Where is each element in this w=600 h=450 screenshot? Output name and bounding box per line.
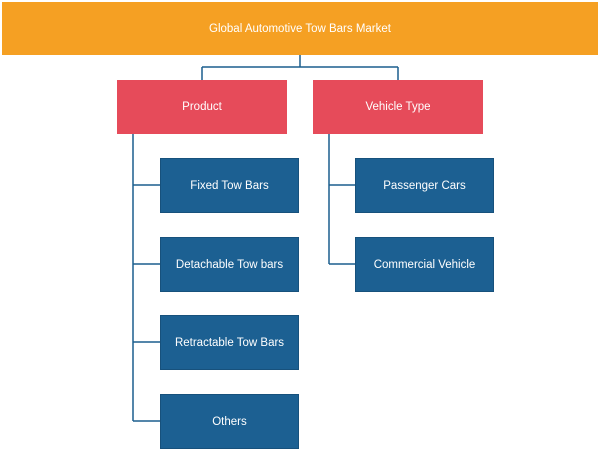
connector-root-to-categories <box>201 55 399 80</box>
item-passenger-cars: Passenger Cars <box>355 158 494 213</box>
item-label: Commercial Vehicle <box>373 258 476 271</box>
item-label: Detachable Tow bars <box>175 258 284 271</box>
root-node-label: Global Automotive Tow Bars Market <box>209 22 391 35</box>
item-detachable-tow-bars: Detachable Tow bars <box>160 237 299 292</box>
item-fixed-tow-bars: Fixed Tow Bars <box>160 158 299 213</box>
item-label: Retractable Tow Bars <box>174 336 285 349</box>
connector-vehicle-branch <box>328 134 355 265</box>
item-retractable-tow-bars: Retractable Tow Bars <box>160 315 299 370</box>
item-commercial-vehicle: Commercial Vehicle <box>355 237 494 292</box>
item-label: Fixed Tow Bars <box>190 179 269 192</box>
category-vehicle-type: Vehicle Type <box>313 80 483 134</box>
item-label: Others <box>212 415 247 428</box>
category-vehicle-type-label: Vehicle Type <box>365 101 431 113</box>
category-product-label: Product <box>182 101 222 113</box>
connector-product-branch <box>132 134 160 422</box>
item-label: Passenger Cars <box>383 179 466 192</box>
category-product: Product <box>117 80 287 134</box>
root-node: Global Automotive Tow Bars Market <box>2 2 598 55</box>
item-others: Others <box>160 394 299 449</box>
